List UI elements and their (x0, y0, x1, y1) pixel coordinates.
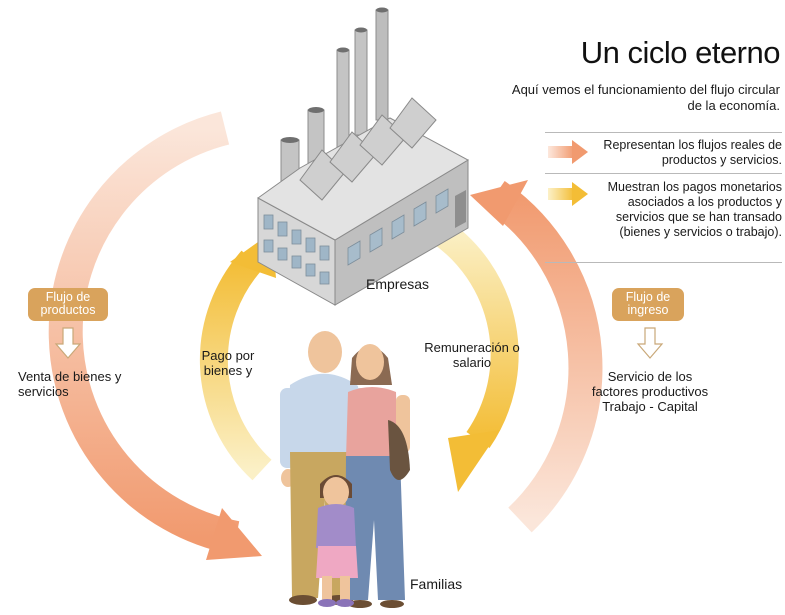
diagram-subtitle: Aquí vemos el funcionamiento del flujo c… (511, 82, 780, 113)
families-label: Familias (410, 576, 463, 592)
income-flow-badge: Flujo de ingreso (612, 288, 684, 321)
product-flow-badge: Flujo de productos (28, 288, 108, 321)
product-flow-description: Venta de bienes y servicios (18, 369, 122, 399)
product-flow-arrow-left (48, 111, 262, 560)
right-down-arrow-icon (636, 327, 664, 359)
payment-label: Pago por bienes y (201, 348, 255, 378)
salary-flow-arrow-right (430, 218, 519, 492)
legend-real-flows-text: Representan los flujos reales de product… (603, 138, 782, 167)
legend-money-flows-text: Muestran los pagos monetarios asociados … (607, 180, 782, 239)
legend-money-flow-arrow-icon (548, 182, 588, 206)
income-flow-description: Servicio de los factores productivos Tra… (591, 369, 709, 414)
left-down-arrow-icon (54, 327, 82, 359)
income-flow-arrow-right (470, 180, 603, 533)
legend-divider-top (545, 132, 782, 133)
remuneration-label: Remuneración o salario (424, 340, 520, 370)
diagram-title: Un ciclo eterno (580, 35, 781, 70)
family-illustration (280, 331, 410, 608)
companies-label: Empresas (366, 276, 430, 292)
legend-divider-bottom (545, 262, 782, 263)
legend-real-flow-arrow-icon (548, 140, 588, 164)
legend-divider-middle (545, 173, 782, 174)
factory-illustration (257, 7, 470, 306)
